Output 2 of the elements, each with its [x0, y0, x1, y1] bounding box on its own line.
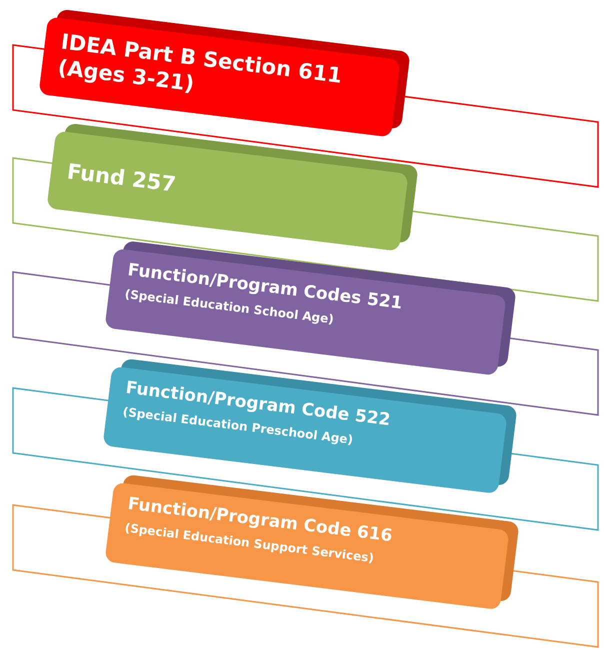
box-title: IDEA Part B Section 611 (Ages 3-21): [56, 28, 344, 98]
box-title: Fund 257: [66, 158, 178, 198]
